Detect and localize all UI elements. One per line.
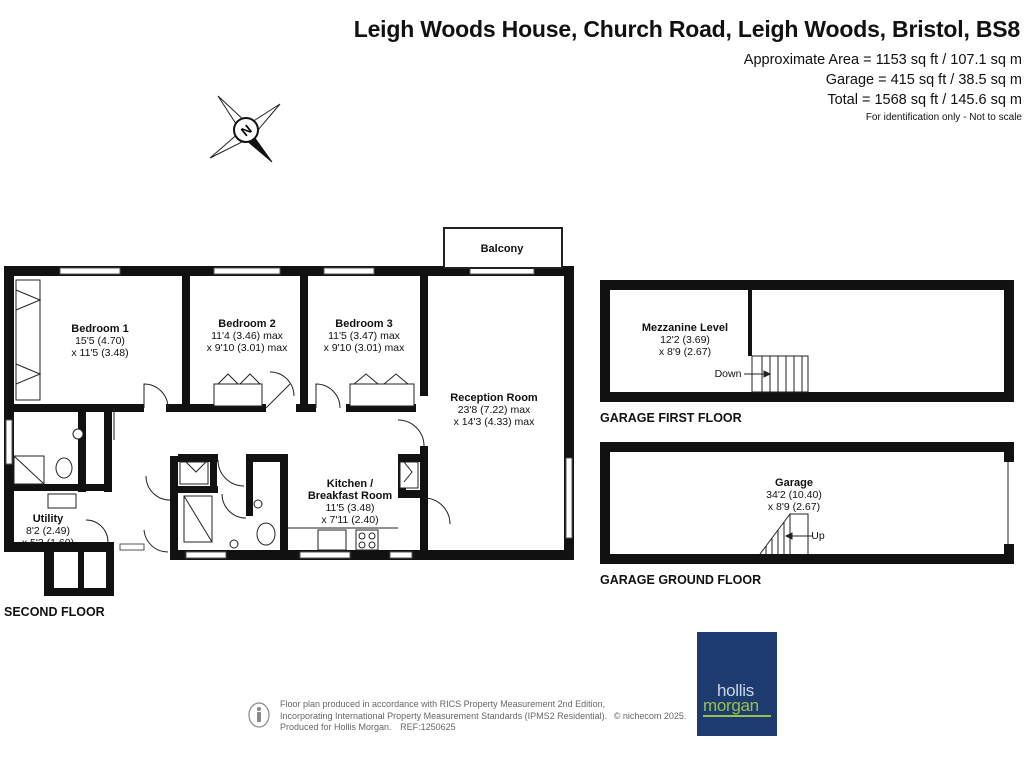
- page-title: Leigh Woods House, Church Road, Leigh Wo…: [353, 16, 1020, 42]
- bedroom3-dim1: 11'5 (3.47) max: [328, 330, 400, 342]
- garage-ground-floor-label: GARAGE GROUND FLOOR: [600, 573, 762, 587]
- footer-text: Floor plan produced in accordance with R…: [280, 699, 700, 734]
- balcony-name: Balcony: [480, 243, 524, 255]
- bedroom1-label: Bedroom 1 15'5 (4.70) x 11'5 (3.48): [50, 323, 150, 359]
- garage-stairs: [759, 513, 812, 555]
- bedroom1-dim1: 15'5 (4.70): [75, 335, 125, 347]
- utility-name: Utility: [32, 513, 64, 525]
- reception-dim1: 23'8 (7.22) max: [457, 404, 531, 416]
- garage-dim1: 34'2 (10.40): [766, 489, 822, 501]
- mezzanine-dim1: 12'2 (3.69): [660, 334, 710, 346]
- utility-label: Utility 8'2 (2.49) x 5'3 (1.60): [8, 513, 88, 549]
- footer-line1: Floor plan produced in accordance with R…: [280, 699, 606, 709]
- mezzanine-stairs-text: Down: [714, 368, 742, 380]
- balcony-outline: [443, 227, 563, 269]
- bedroom3-dim2: x 9'10 (3.01) max: [323, 342, 405, 354]
- approximate-area: Approximate Area = 1153 sq ft / 107.1 sq…: [743, 52, 1022, 68]
- total-area: Total = 1568 sq ft / 145.6 sq m: [827, 92, 1022, 108]
- bedroom2-label: Bedroom 2 11'4 (3.46) max x 9'10 (3.01) …: [192, 318, 302, 354]
- bedroom2-dim1: 11'4 (3.46) max: [211, 330, 283, 342]
- garage-first-floor-walls: [600, 280, 1014, 402]
- mezzanine-name: Mezzanine Level: [641, 322, 729, 334]
- second-floor-windows: [5, 267, 573, 559]
- kitchen-dim2: x 7'11 (2.40): [321, 514, 379, 526]
- compass-icon: N: [209, 95, 281, 163]
- garage-label: Garage 34'2 (10.40) x 8'9 (2.67): [744, 477, 844, 513]
- garage-ground-floor-walls: [600, 442, 1014, 564]
- logo-line2: morgan: [703, 696, 759, 715]
- footer-copyright: © nichecom 2025.: [613, 710, 687, 721]
- footer-line3-row: Produced for Hollis Morgan. REF:1250625: [280, 722, 700, 734]
- footer-line2-row: Incorporating International Property Mea…: [280, 711, 700, 723]
- utility-dim1: 8'2 (2.49): [25, 525, 71, 537]
- mezzanine-label: Mezzanine Level 12'2 (3.69) x 8'9 (2.67): [630, 322, 740, 358]
- hollis-morgan-logo: hollis morgan: [697, 632, 777, 736]
- kitchen-label: Kitchen / Breakfast Room 11'5 (3.48) x 7…: [292, 478, 408, 526]
- bedroom3-name: Bedroom 3: [335, 318, 393, 330]
- sanitaryware: [13, 428, 398, 551]
- garage-name: Garage: [775, 477, 813, 489]
- logo-underline: [703, 715, 771, 717]
- mezzanine-stairs: [744, 355, 809, 393]
- garage-area: Garage = 415 sq ft / 38.5 sq m: [825, 72, 1022, 88]
- footer-ref: REF:1250625: [400, 722, 456, 732]
- balcony-label: Balcony: [462, 243, 542, 255]
- reception-dim2: x 14'3 (4.33) max: [453, 416, 535, 428]
- footer-line3: Produced for Hollis Morgan.: [280, 722, 392, 732]
- bedroom2-dim2: x 9'10 (3.01) max: [206, 342, 288, 354]
- mezzanine-dim2: x 8'9 (2.67): [658, 346, 712, 358]
- identification-note: For identification only - Not to scale: [865, 112, 1022, 123]
- kitchen-name: Kitchen /: [326, 478, 374, 490]
- mezzanine-stairs-label: Down: [708, 368, 748, 380]
- reception-label: Reception Room 23'8 (7.22) max x 14'3 (4…: [438, 392, 550, 428]
- logo-line1: hollis: [717, 681, 754, 700]
- wardrobes: [15, 279, 419, 489]
- kitchen-name2: Breakfast Room: [307, 490, 393, 502]
- garage-stairs-label: Up: [806, 530, 830, 542]
- reception-name: Reception Room: [450, 392, 538, 404]
- bedroom1-name: Bedroom 1: [71, 323, 129, 335]
- kitchen-dim1: 11'5 (3.48): [325, 502, 375, 514]
- footer-line2: Incorporating International Property Mea…: [280, 710, 608, 721]
- garage-stairs-text: Up: [811, 530, 825, 542]
- bedroom2-name: Bedroom 2: [218, 318, 276, 330]
- garage-first-floor-label: GARAGE FIRST FLOOR: [600, 411, 742, 425]
- bedroom1-dim2: x 11'5 (3.48): [71, 347, 129, 359]
- second-floor-label: SECOND FLOOR: [4, 605, 105, 619]
- person-icon: [248, 702, 270, 728]
- utility-dim2: x 5'3 (1.60): [21, 537, 75, 549]
- door-swings: [85, 371, 451, 553]
- garage-dim2: x 8'9 (2.67): [767, 501, 821, 513]
- second-floor-walls: [4, 266, 574, 596]
- bedroom3-label: Bedroom 3 11'5 (3.47) max x 9'10 (3.01) …: [308, 318, 420, 354]
